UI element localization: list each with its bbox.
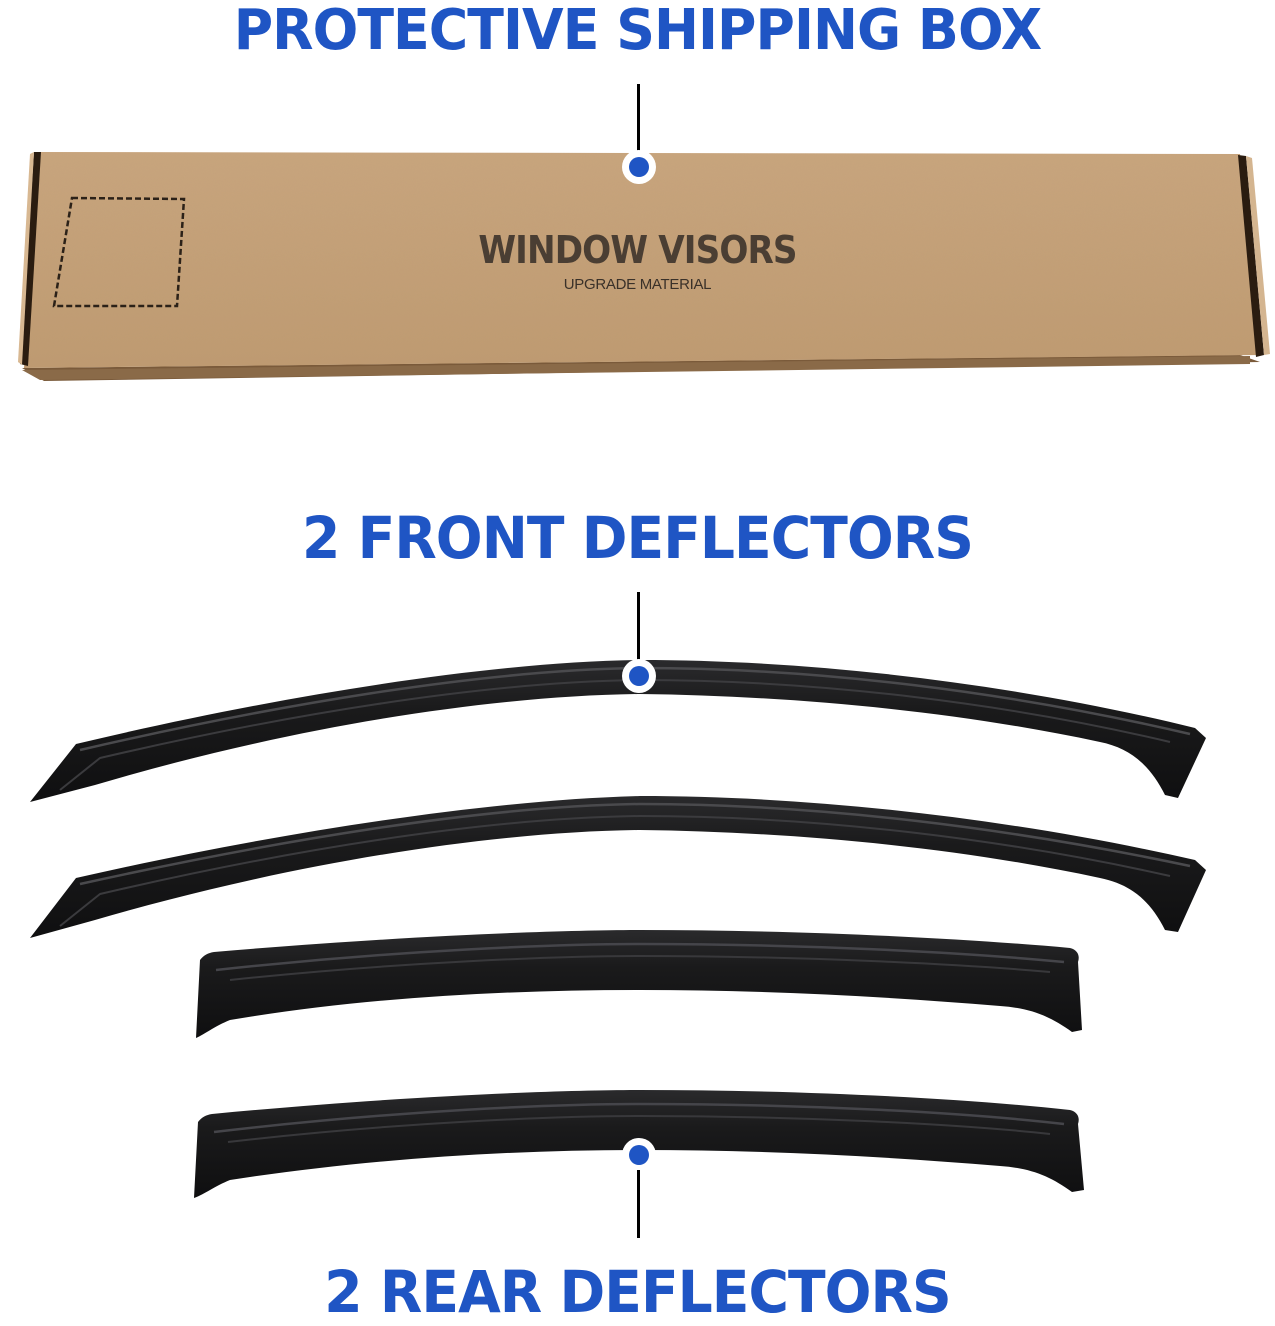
leader-line-box	[637, 84, 640, 154]
front-deflector-1	[30, 660, 1206, 802]
box-print-subtitle: UPGRADE MATERIAL	[563, 276, 712, 293]
rear-deflector-1	[196, 930, 1082, 1038]
front-deflector-2	[30, 796, 1206, 938]
heading-front-deflectors: 2 FRONT DEFLECTORS	[302, 504, 974, 572]
leader-line-rear	[637, 1170, 640, 1238]
heading-shipping-box: PROTECTIVE SHIPPING BOX	[233, 0, 1043, 63]
shipping-box	[18, 152, 1270, 381]
callout-pin-front-icon	[622, 659, 656, 693]
box-print-title: WINDOW VISORS	[478, 228, 797, 272]
leader-line-front	[637, 592, 640, 662]
callout-pin-box-icon	[622, 150, 656, 184]
heading-rear-deflectors: 2 REAR DEFLECTORS	[324, 1258, 951, 1326]
callout-pin-rear-icon	[622, 1138, 656, 1172]
